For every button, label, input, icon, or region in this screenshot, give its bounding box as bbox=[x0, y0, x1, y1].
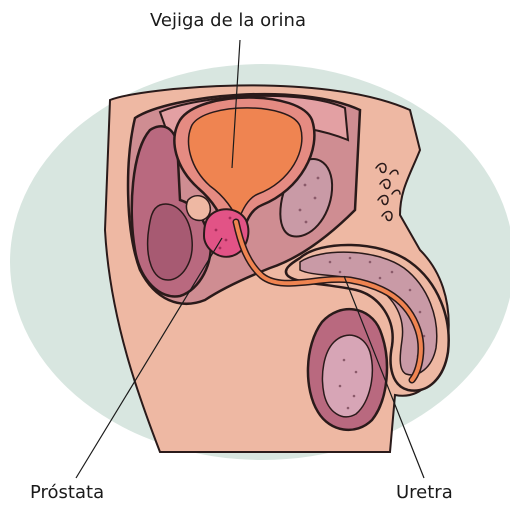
seminal-vesicle bbox=[186, 196, 210, 221]
label-bladder: Vejiga de la orina bbox=[150, 12, 306, 30]
label-prostate: Próstata bbox=[30, 484, 104, 502]
label-urethra: Uretra bbox=[396, 484, 453, 502]
